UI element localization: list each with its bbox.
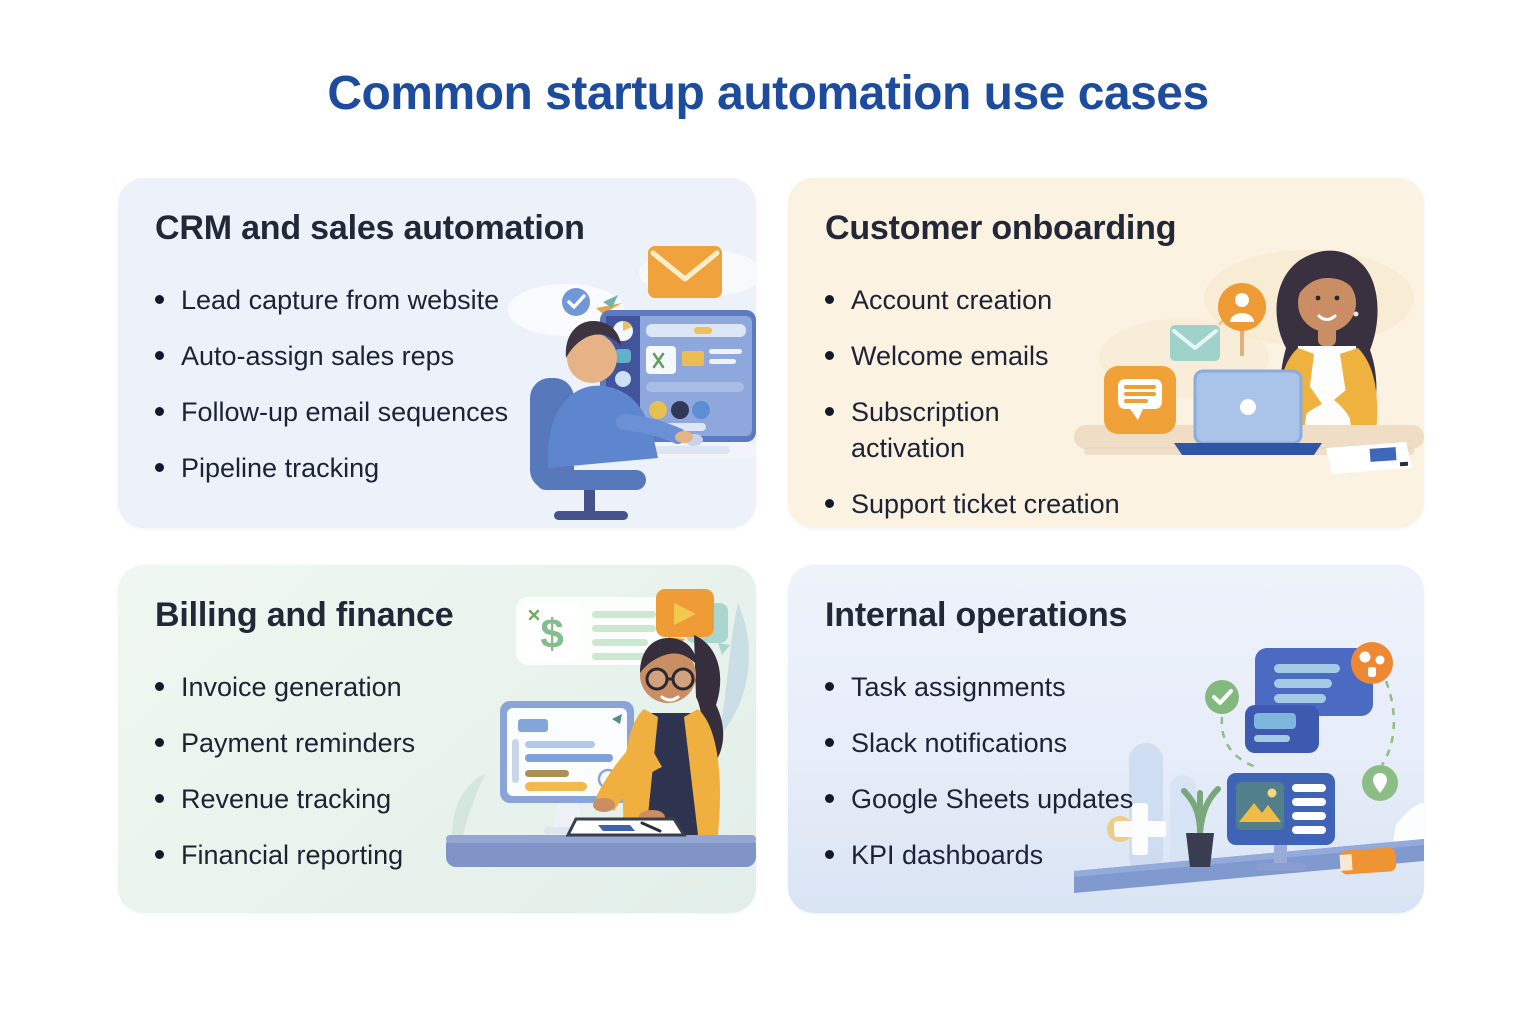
card-title: CRM and sales automation — [155, 209, 585, 247]
bullet-list: Lead capture from website Auto-assign sa… — [118, 282, 756, 486]
document-graphic — [1326, 442, 1412, 474]
operations-illustration — [1074, 642, 1424, 893]
list-item: Follow-up email sequences — [155, 394, 756, 430]
bullet-text: Payment reminders — [181, 728, 416, 758]
bullet-dot — [155, 351, 164, 360]
bullet-text: Slack notifications — [851, 728, 1068, 758]
check-badge-icon — [562, 288, 590, 316]
bullet-dot — [825, 794, 834, 803]
bullet-dot — [825, 407, 834, 416]
notification-bubble-icon — [656, 589, 730, 655]
bullet-dot — [825, 682, 834, 691]
list-item: KPI dashboards — [825, 837, 1424, 873]
notification-badge-icon — [1351, 642, 1393, 684]
bullet-dot — [825, 295, 834, 304]
list-item: Revenue tracking — [155, 781, 756, 817]
card-billing-finance: $ — [118, 565, 756, 913]
bullet-text: Lead capture from website — [181, 285, 500, 315]
bullet-dot — [825, 738, 834, 747]
bullet-list: Invoice generation Payment reminders Rev… — [118, 669, 756, 873]
bullet-dot — [155, 738, 164, 747]
list-item: Support ticket creation — [825, 486, 1424, 522]
page-title: Common startup automation use cases — [327, 67, 1209, 120]
list-item: Auto-assign sales reps — [155, 338, 756, 374]
bullet-text: Subscription activation — [851, 397, 1000, 463]
card-title: Internal operations — [825, 596, 1128, 634]
dashed-connector — [1380, 680, 1396, 766]
card-crm-sales-automation: CRM and sales automation Lead capture fr… — [118, 178, 756, 528]
bullet-text: KPI dashboards — [851, 840, 1044, 870]
bullet-text: Auto-assign sales reps — [181, 341, 455, 371]
bullet-dot — [825, 351, 834, 360]
bullet-text: Support ticket creation — [851, 489, 1120, 519]
invoice-dollar-card: $ — [516, 597, 668, 665]
user-badge-icon — [1218, 283, 1266, 356]
pin-circle-icon — [1362, 765, 1398, 801]
book — [1339, 847, 1397, 875]
bullet-dot — [155, 295, 164, 304]
laptop — [1174, 369, 1322, 455]
desk-edge — [446, 835, 756, 843]
list-item: Pipeline tracking — [155, 450, 756, 486]
paper-plane-icon — [596, 295, 622, 314]
paper-shape — [1392, 803, 1424, 847]
bullet-text: Task assignments — [851, 672, 1066, 702]
worker-illustration — [530, 320, 703, 520]
bullet-dot — [155, 850, 164, 859]
dashed-connector — [1220, 716, 1257, 769]
bullet-list: Account creation Welcome emails Subscrip… — [788, 282, 1424, 522]
desk-edge — [1074, 839, 1424, 877]
check-circle-icon — [1205, 680, 1239, 714]
bullet-dot — [155, 794, 164, 803]
list-item: Slack notifications — [825, 725, 1424, 761]
bullet-dot — [825, 499, 834, 508]
card-internal-operations: Internal operations Task assignments Sla… — [788, 565, 1424, 913]
card-title: Customer onboarding — [825, 209, 1177, 247]
accountant-person — [593, 635, 724, 835]
plus-shape — [1114, 803, 1166, 855]
bullet-text: Invoice generation — [181, 672, 402, 702]
bullet-list: Task assignments Slack notifications Goo… — [788, 669, 1424, 873]
onboarding-illustration — [1074, 250, 1424, 474]
sparkle-x — [528, 609, 540, 621]
list-item: Invoice generation — [155, 669, 756, 705]
card-title: Billing and finance — [155, 596, 454, 634]
bullet-text: Pipeline tracking — [181, 453, 380, 483]
card-customer-onboarding: Customer onboarding Account creation Wel… — [788, 178, 1424, 528]
tablet — [565, 817, 687, 837]
onboarding-person — [1260, 250, 1378, 440]
bullet-dot — [155, 682, 164, 691]
bullet-text: Follow-up email sequences — [181, 397, 509, 427]
list-item: Welcome emails — [825, 338, 1424, 374]
bullet-dot — [825, 850, 834, 859]
bullet-dot — [155, 463, 164, 472]
leaf-shape — [718, 603, 749, 738]
chat-card-icon — [1104, 366, 1176, 434]
list-item: Payment reminders — [155, 725, 756, 761]
chat-messages-graphic — [1245, 648, 1373, 753]
bullet-text: Account creation — [851, 285, 1053, 315]
billing-illustration: $ — [446, 589, 756, 867]
bullet-text: Welcome emails — [851, 341, 1049, 371]
list-item: Lead capture from website — [155, 282, 756, 318]
invoice-monitor — [500, 701, 634, 834]
dollar-icon: $ — [540, 610, 563, 657]
crm-illustration — [508, 246, 756, 520]
email-icon — [648, 246, 722, 298]
mail-icon — [1170, 325, 1220, 361]
list-item: Account creation — [825, 282, 1424, 318]
bullet-dot — [155, 407, 164, 416]
bullet-text: Google Sheets updates — [851, 784, 1134, 814]
keyboard — [646, 446, 730, 454]
list-item: Financial reporting — [155, 837, 756, 873]
list-item: Task assignments — [825, 669, 1424, 705]
list-item: Subscription activation — [825, 394, 1424, 466]
list-item: Google Sheets updates — [825, 781, 1424, 817]
kpi-dashboard-monitor — [1227, 773, 1335, 871]
bullet-text: Revenue tracking — [181, 784, 392, 814]
bullet-text: Financial reporting — [181, 840, 404, 870]
potted-plant — [1181, 786, 1221, 867]
